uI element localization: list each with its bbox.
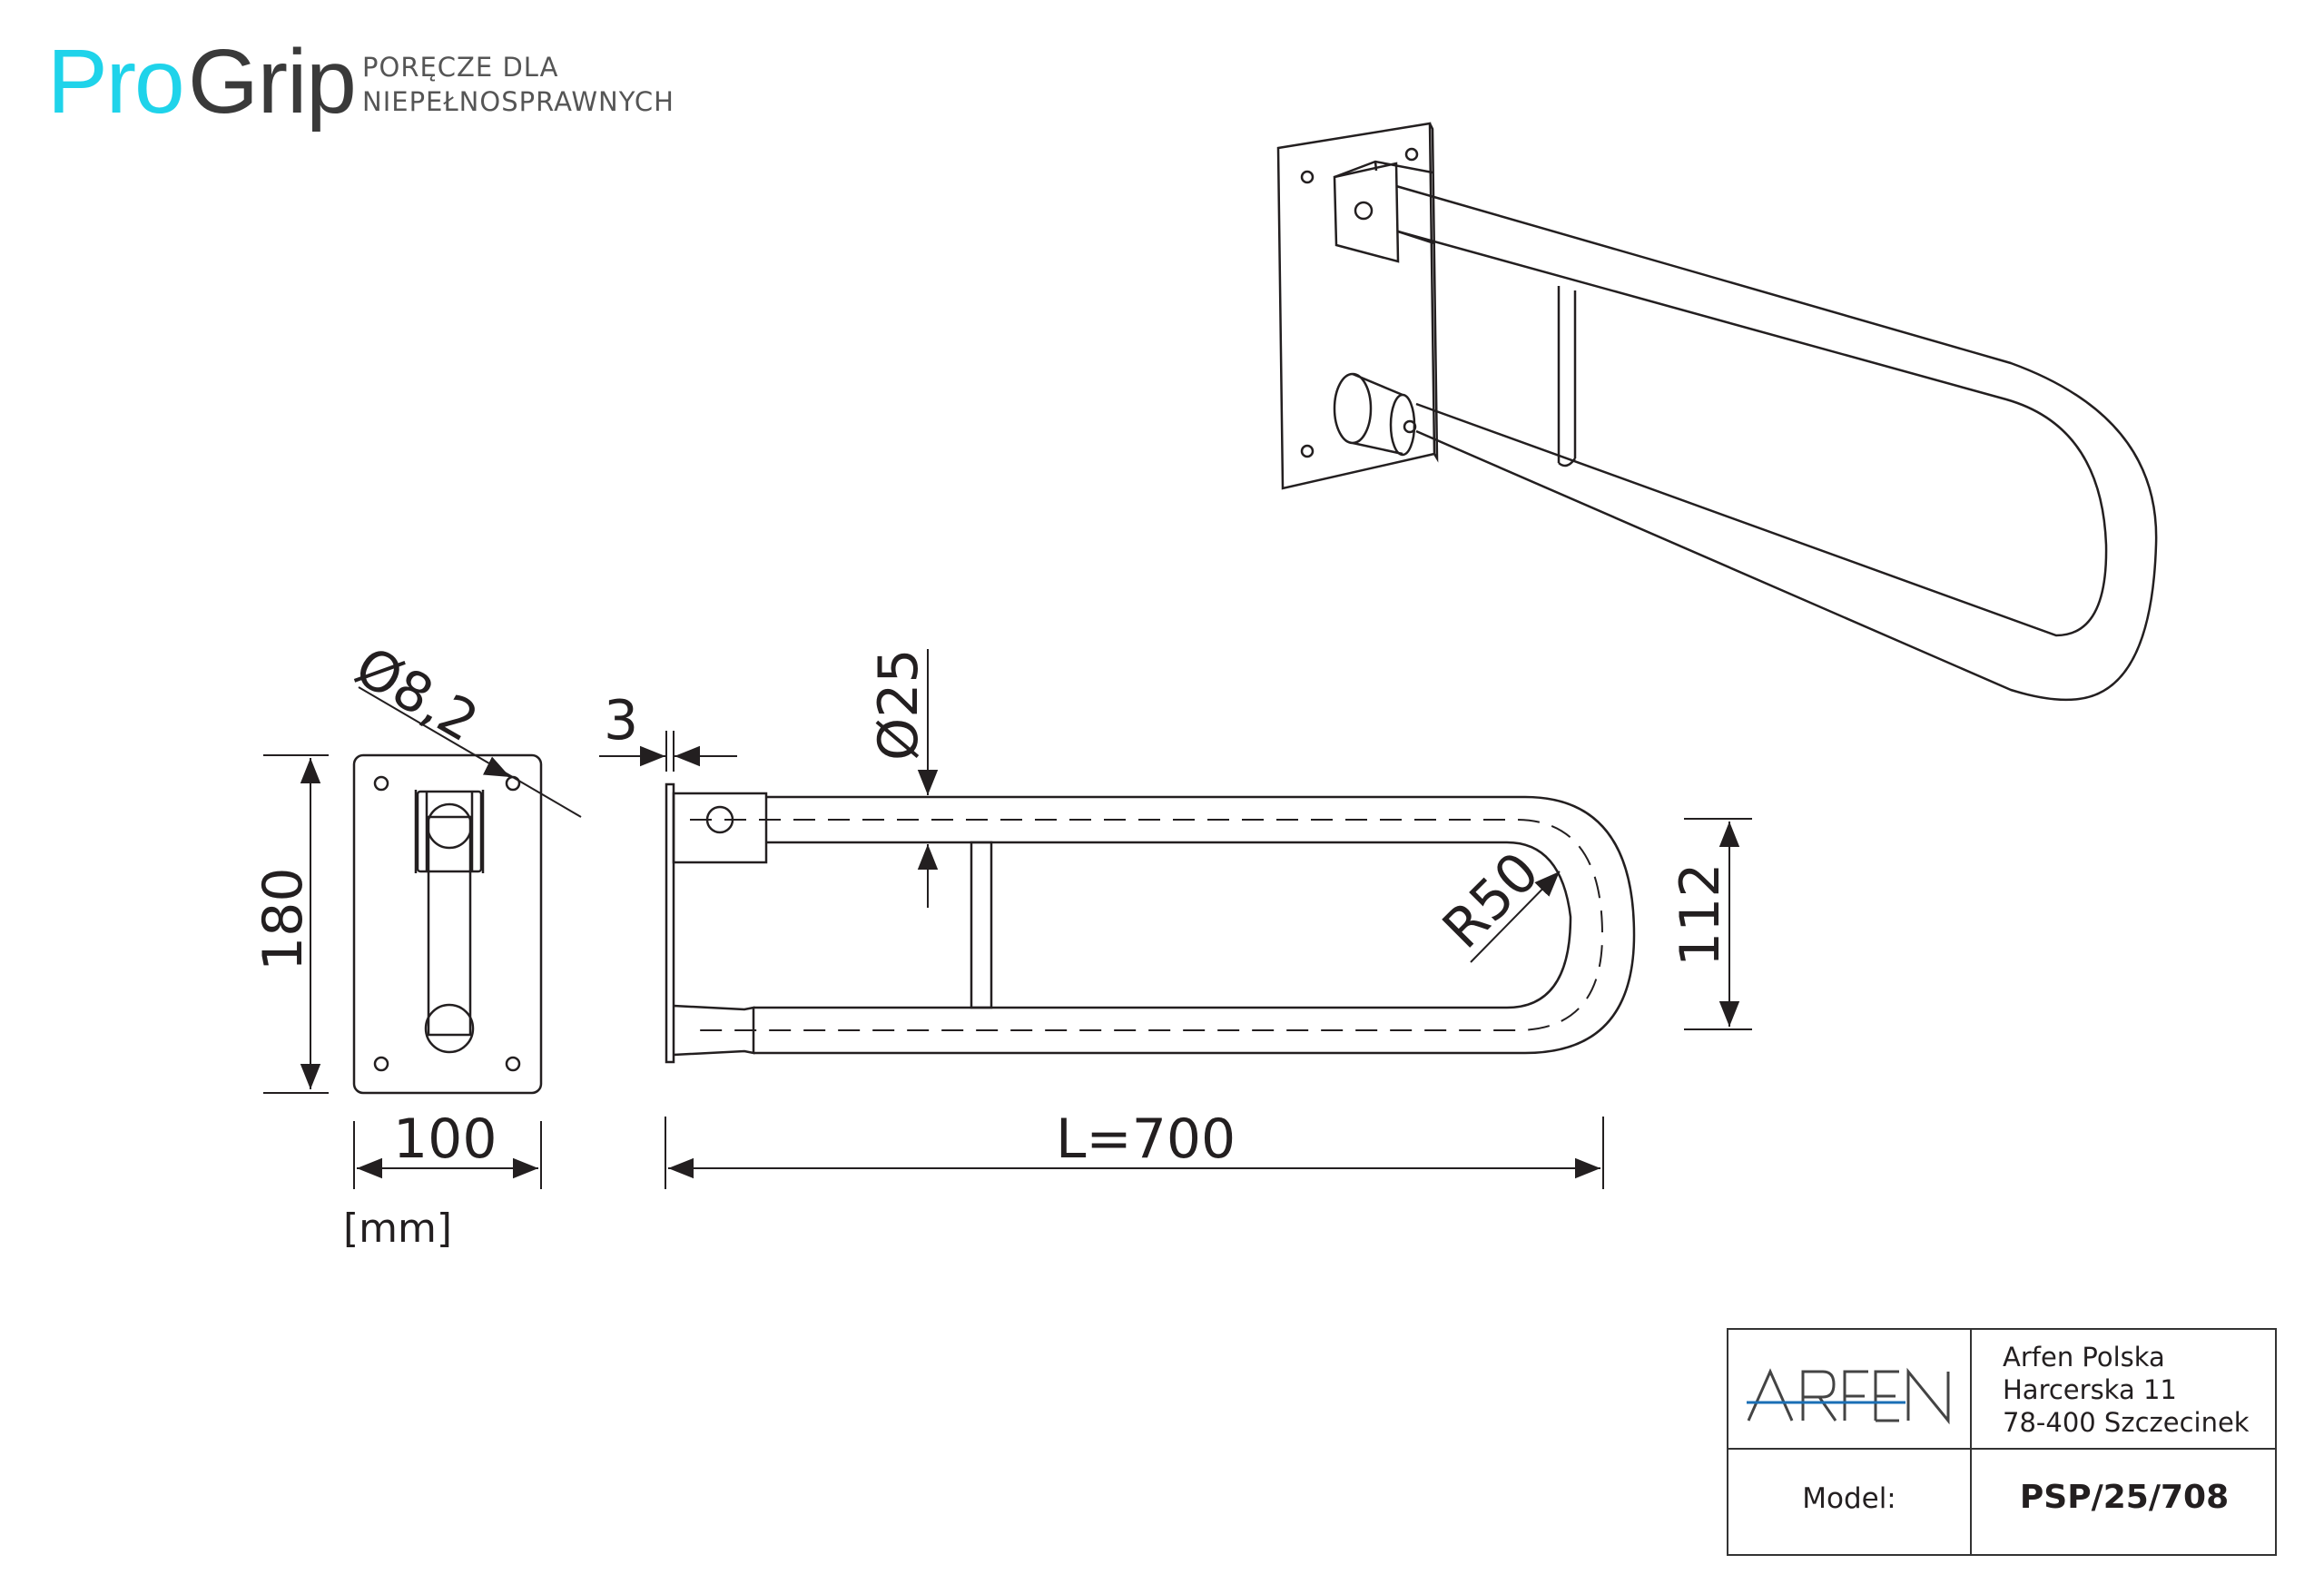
dim-plate-height: 180 xyxy=(251,867,315,971)
side-upper-tube xyxy=(753,795,1636,1055)
logo-grip-text: Grip xyxy=(188,31,357,133)
arfen-logo xyxy=(1747,1367,1950,1425)
title-block-divider-horizontal xyxy=(1728,1448,2275,1450)
plate-dimensions xyxy=(263,686,582,1189)
tagline-line-2: NIEPEŁNOSPRAWNYCH xyxy=(362,86,675,117)
perspective-socket xyxy=(1333,372,1373,445)
perspective-view xyxy=(1276,122,2158,702)
perspective-hinge-block xyxy=(1333,162,1400,263)
unit-label: [mm] xyxy=(343,1205,453,1252)
logo-pro-text: Pro xyxy=(47,31,185,133)
dim-line-radius xyxy=(1470,871,1561,963)
address-line-1: Arfen Polska xyxy=(2003,1342,2165,1373)
tagline-line-1: PORĘCZE DLA xyxy=(362,52,559,83)
perspective-lower-rail xyxy=(1397,230,1435,245)
model-label: Model: xyxy=(1802,1482,1896,1515)
side-support-bar xyxy=(970,841,993,1009)
dim-bend-radius: R50 xyxy=(1431,841,1551,961)
perspective-support-bar xyxy=(1557,286,1577,467)
company-address: Arfen Polska Harcerska 11 78-400 Szczeci… xyxy=(2003,1341,2250,1439)
plate-front-view xyxy=(352,753,543,1095)
model-value: PSP/25/708 xyxy=(2019,1479,2230,1516)
dim-line-hole xyxy=(358,686,582,818)
logo-tagline: PORĘCZE DLA NIEPEŁNOSPRAWNYCH xyxy=(362,50,675,119)
rail-side-view xyxy=(665,782,1636,1064)
title-block: Arfen Polska Harcerska 11 78-400 Szczeci… xyxy=(1727,1328,2277,1556)
side-dimensions xyxy=(599,649,1752,1189)
plate-outline xyxy=(352,753,543,1095)
side-hinge-block xyxy=(672,792,768,864)
address-line-2: Harcerska 11 xyxy=(2003,1374,2177,1405)
dim-tube-diameter: Ø25 xyxy=(867,648,931,761)
perspective-upper-rail xyxy=(1395,184,2158,702)
dim-rail-spacing: 112 xyxy=(1669,862,1732,967)
dim-plate-width: 100 xyxy=(393,1107,497,1171)
side-wall-plate xyxy=(665,782,675,1064)
title-block-divider-vertical xyxy=(1970,1330,1972,1554)
dim-wall-thickness: 3 xyxy=(604,689,638,753)
dim-hole-diameter: Ø8,2 xyxy=(345,635,489,754)
address-line-3: 78-400 Szczecinek xyxy=(2003,1407,2250,1438)
dim-total-length: L=700 xyxy=(1056,1107,1236,1171)
side-centerlines xyxy=(690,819,1604,1031)
